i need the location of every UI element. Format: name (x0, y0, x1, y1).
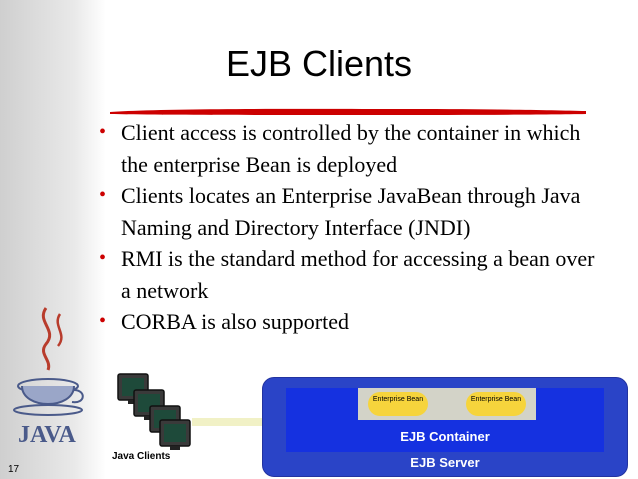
ejb-container-label: EJB Container (400, 429, 490, 444)
bullet-icon: • (99, 310, 107, 332)
title-underline (110, 108, 586, 115)
bullet-icon: • (99, 121, 107, 143)
enterprise-bean: Enterprise Bean (466, 392, 526, 416)
svg-text:JAVA: JAVA (18, 422, 76, 448)
connection-line (192, 418, 270, 426)
ejb-server-box: Enterprise Bean Enterprise Bean EJB Cont… (262, 377, 628, 477)
ejb-server-label: EJB Server (410, 455, 480, 470)
bullet-item: •Clients locates an Enterprise JavaBean … (96, 180, 596, 243)
bullet-icon: • (99, 184, 107, 206)
bean-area: Enterprise Bean Enterprise Bean (358, 388, 536, 420)
java-clients-label: Java Clients (112, 451, 171, 462)
bullet-icon: • (99, 247, 107, 269)
enterprise-bean: Enterprise Bean (368, 392, 428, 416)
bullet-item: •CORBA is also supported (96, 306, 596, 338)
page-number: 17 (8, 464, 20, 475)
bullet-item: •RMI is the standard method for accessin… (96, 243, 596, 306)
computer-monitors-icon (117, 373, 191, 450)
ejb-container-box: Enterprise Bean Enterprise Bean EJB Cont… (286, 388, 604, 452)
bullet-item: •Client access is controlled by the cont… (96, 117, 596, 180)
bullet-list: •Client access is controlled by the cont… (96, 117, 596, 338)
java-logo-icon: JAVA (13, 307, 84, 448)
slide-title: EJB Clients (225, 43, 413, 84)
